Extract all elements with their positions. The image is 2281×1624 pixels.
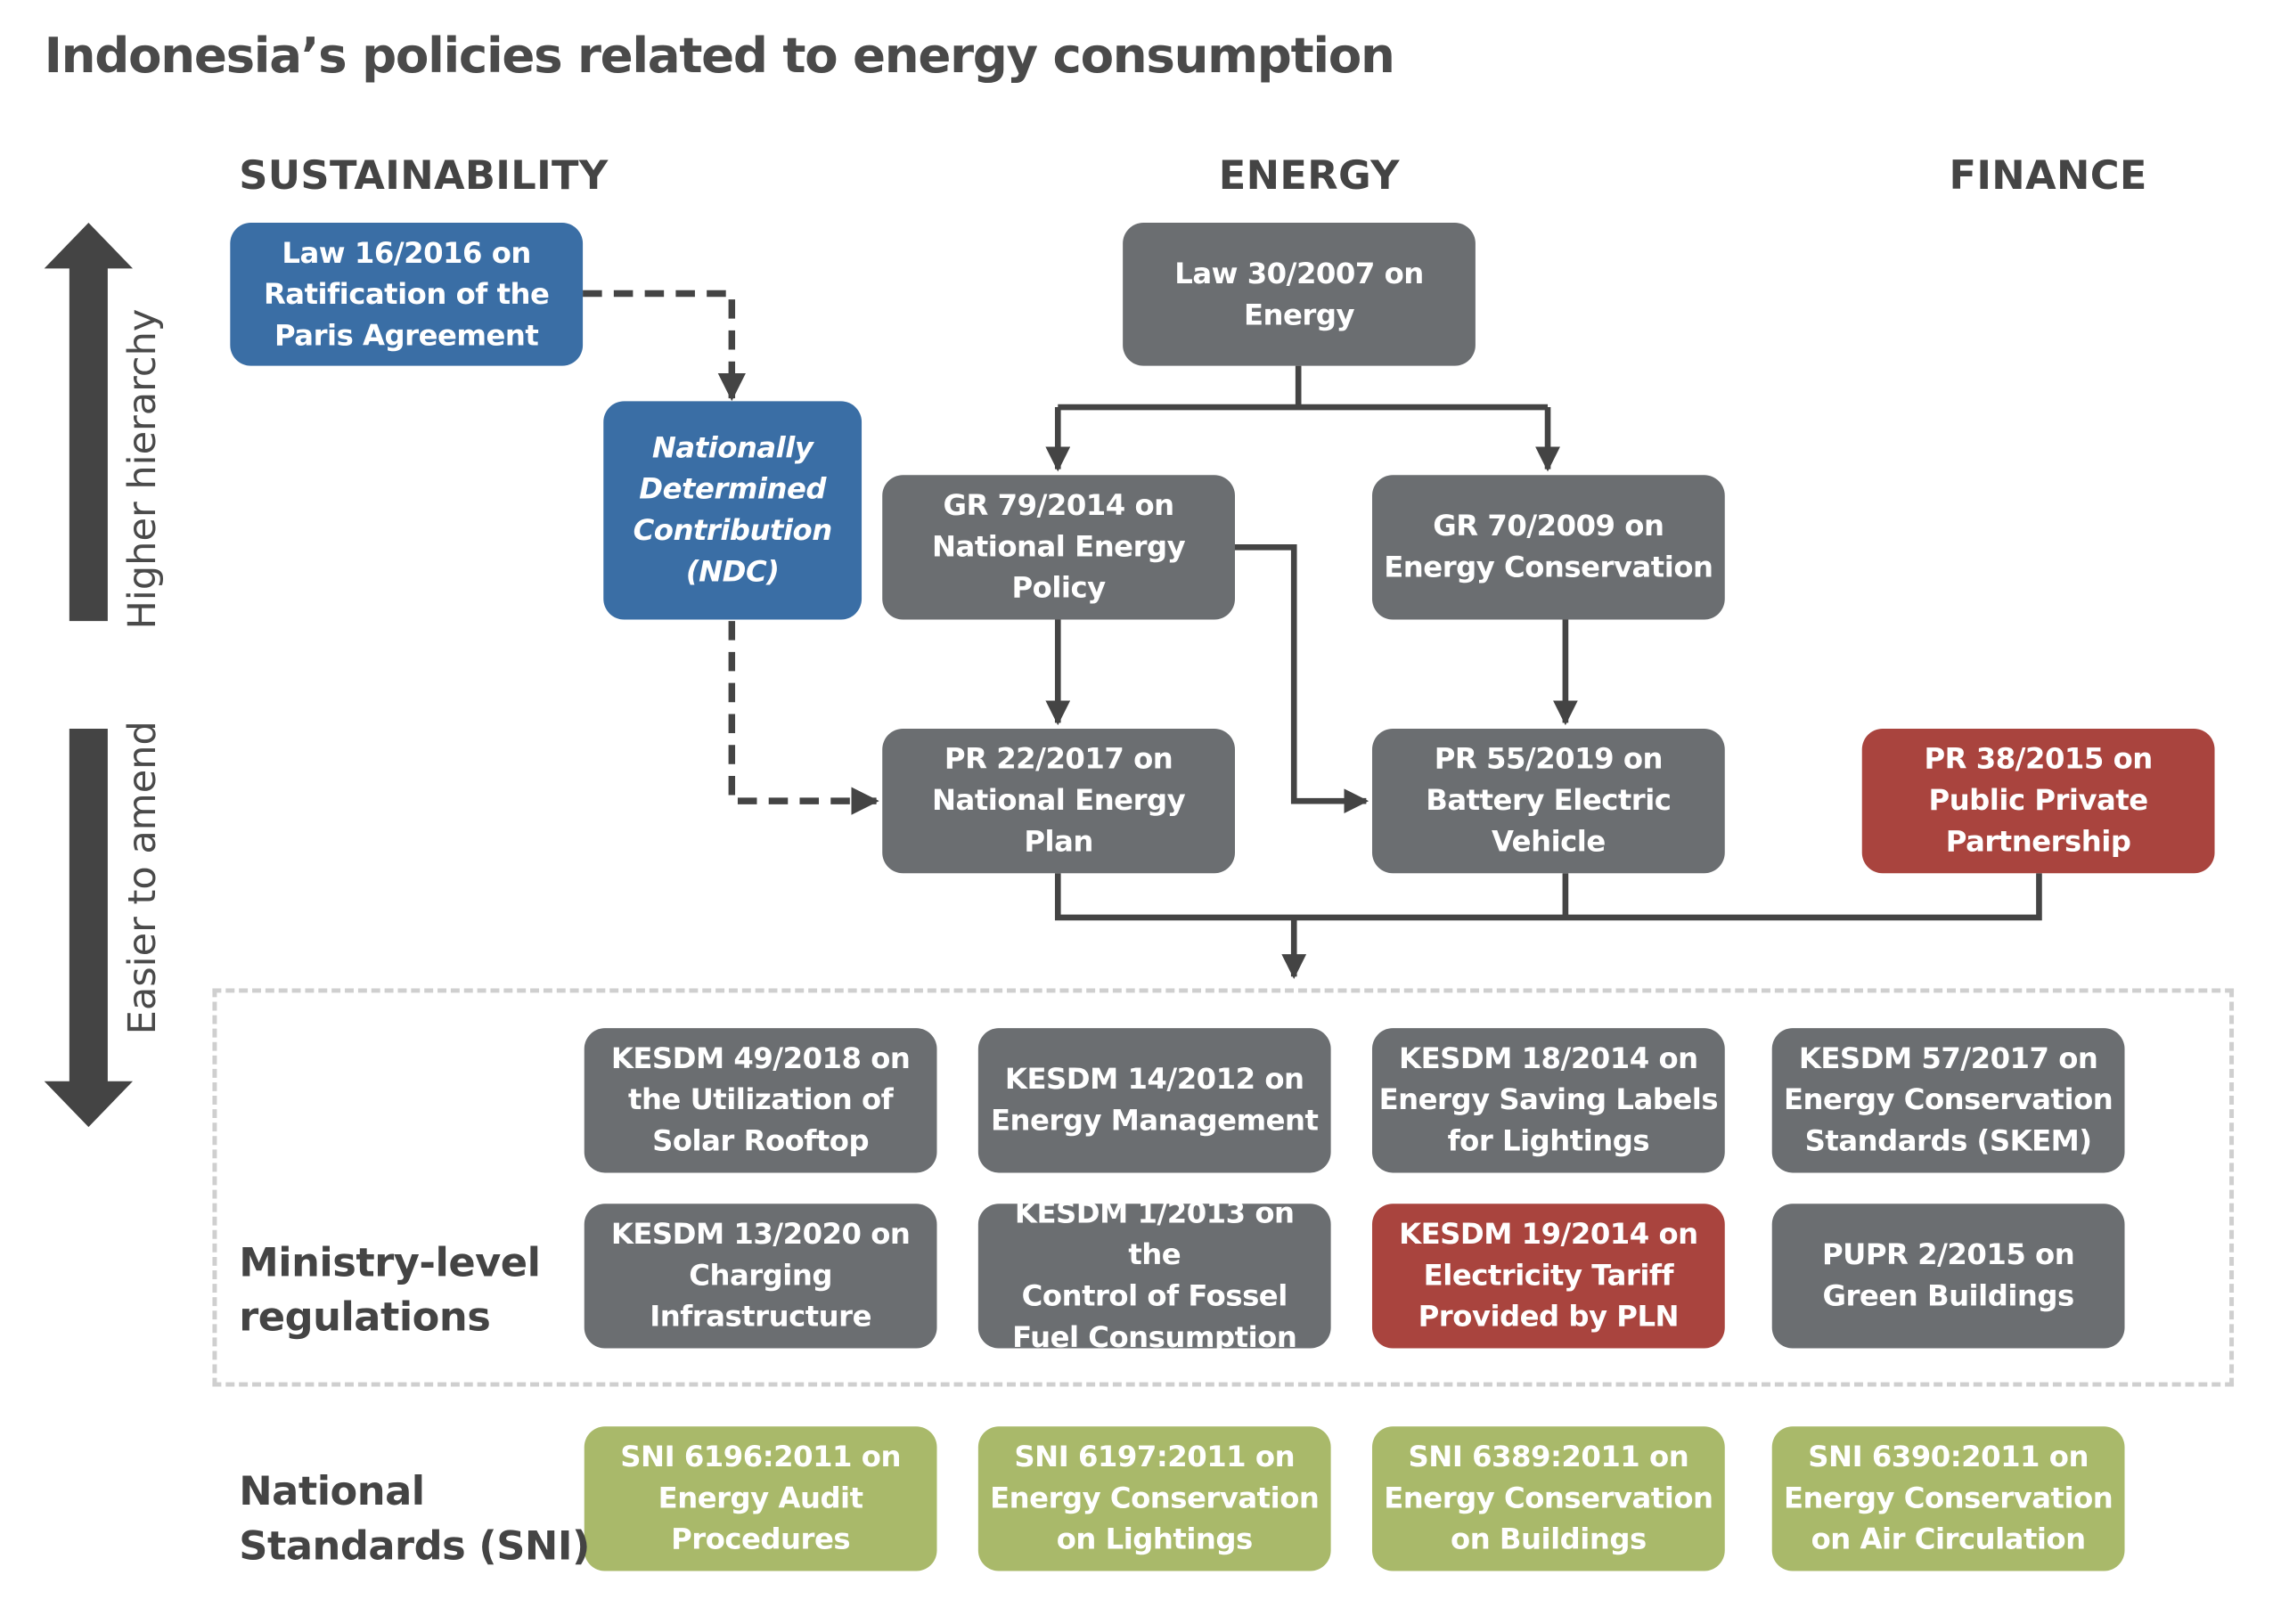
- arrow-law16-to-ndc: [583, 290, 746, 402]
- gr-70-2009-box: GR 70/2009 on Energy Conservation: [1371, 475, 1725, 620]
- sni-6389-2011-box: SNI 6389:2011 on Energy Conservation on …: [1371, 1426, 1725, 1571]
- pr-55-2019-box: PR 55/2019 on Battery Electric Vehicle: [1371, 729, 1725, 874]
- hierarchy-arrow-icon: [44, 223, 134, 622]
- law-16-2016-box: Law 16/2016 on Ratification of the Paris…: [230, 223, 584, 366]
- amend-arrow-icon: [44, 729, 134, 1128]
- sni-6390-2011-box: SNI 6390:2011 on Energy Conservation on …: [1771, 1426, 2125, 1571]
- page-title: Indonesia’s policies related to energy c…: [44, 26, 1395, 85]
- arrow-gr79-to-pr55: [1233, 544, 1369, 814]
- kesdm-49-2018-box: KESDM 49/2018 on the Utilization of Sola…: [584, 1028, 937, 1173]
- ndc-box: Nationally Determined Contribution (NDC): [603, 401, 863, 620]
- law-30-2007-box: Law 30/2007 on Energy: [1123, 223, 1476, 366]
- kesdm-14-2012-box: KESDM 14/2012 on Energy Management: [977, 1028, 1331, 1173]
- column-header-energy: ENERGY: [1218, 153, 1400, 200]
- national-standards-label: National Standards (SNI): [239, 1469, 590, 1570]
- line-merge-to-ministry: [1054, 873, 2042, 921]
- pr-22-2017-box: PR 22/2017 on National Energy Plan: [882, 729, 1235, 874]
- easier-to-amend-label: Easier to amend: [120, 721, 166, 1035]
- kesdm-57-2017-box: KESDM 57/2017 on Energy Conservation Sta…: [1771, 1028, 2125, 1173]
- sni-6197-2011-box: SNI 6197:2011 on Energy Conservation on …: [977, 1426, 1331, 1571]
- ministry-level-frame: [212, 988, 2235, 1387]
- ministry-level-label: Ministry-level regulations: [239, 1240, 541, 1342]
- gr-79-2014-box: GR 79/2014 on National Energy Policy: [882, 475, 1235, 620]
- kesdm-1-2013-box: KESDM 1/2013 on the Control of Fossel Fu…: [977, 1196, 1331, 1354]
- column-header-finance: FINANCE: [1949, 153, 2147, 200]
- sni-6196-2011-box: SNI 6196:2011 on Energy Audit Procedures: [584, 1426, 937, 1571]
- kesdm-18-2014-box: KESDM 18/2014 on Energy Saving Labels fo…: [1371, 1028, 1725, 1173]
- pr-38-2015-box: PR 38/2015 on Public Private Partnership: [1861, 729, 2215, 874]
- line-law30-split: [1058, 365, 1549, 411]
- arrow-ndc-to-pr22: [728, 621, 879, 815]
- kesdm-19-2014-box: KESDM 19/2014 on Electricity Tariff Prov…: [1371, 1204, 1725, 1349]
- column-header-sustainability: SUSTAINABILITY: [239, 153, 609, 200]
- pupr-2-2015-box: PUPR 2/2015 on Green Buildings: [1771, 1204, 2125, 1349]
- kesdm-13-2020-box: KESDM 13/2020 on Charging Infrastructure: [584, 1204, 937, 1349]
- higher-hierarchy-label: Higher hierarchy: [120, 308, 166, 630]
